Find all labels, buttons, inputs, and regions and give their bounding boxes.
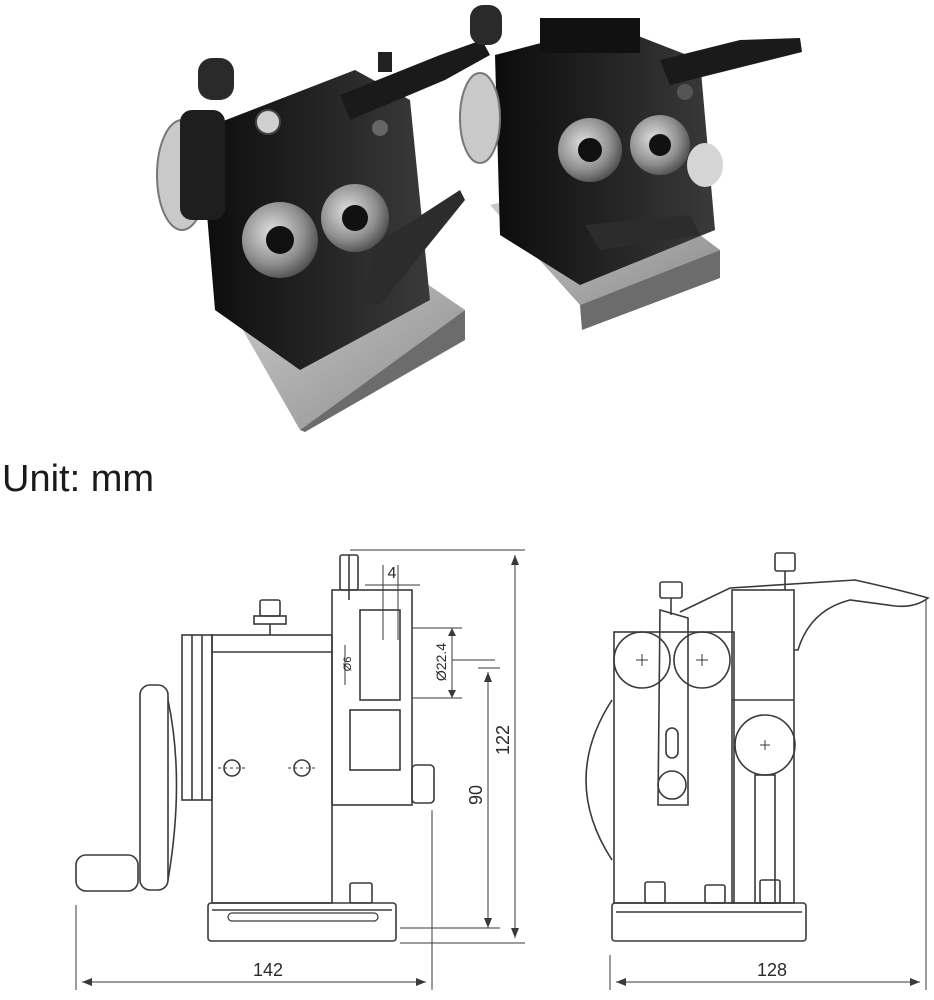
side-handwheel (139, 684, 169, 891)
technical-drawing: 142 128 4 122 90 Ø22.4 Ø6 (75, 549, 930, 990)
dim-width-left: 142 (253, 960, 283, 980)
side-drum-stack (181, 634, 213, 801)
side-top-knob (259, 599, 281, 617)
left-knob (255, 109, 281, 135)
front-body (613, 631, 735, 904)
front-lower-roller (657, 770, 687, 800)
dim-width-right: 128 (757, 960, 787, 980)
front-roller-1 (613, 631, 671, 689)
front-arc (585, 699, 613, 861)
right-roller-2-hub (649, 134, 671, 156)
right-guide-blade (585, 215, 700, 250)
left-roller-2-hub (342, 205, 368, 231)
right-top-plate (540, 18, 640, 53)
side-crank-handle (75, 854, 139, 892)
front-base-plate (611, 902, 807, 942)
front-roller-2 (673, 631, 731, 689)
left-roller-1-hub (266, 226, 294, 254)
right-lever-arm (660, 38, 802, 85)
left-grinder-unit (156, 40, 490, 432)
left-handwheel-drum (180, 110, 225, 220)
left-lever-arm (340, 40, 490, 120)
dim-gap: 4 (388, 565, 397, 582)
left-crank-handle (198, 58, 234, 100)
left-guide-blade (365, 190, 465, 305)
side-view (75, 549, 525, 990)
dim-height-total: 122 (493, 725, 513, 755)
dim-height-center: 90 (466, 785, 486, 805)
product-photo (156, 5, 802, 432)
left-base-side (300, 310, 465, 432)
right-shaft-end (687, 143, 723, 187)
side-main-body (211, 634, 333, 904)
front-view (585, 552, 930, 990)
right-grinder-unit (459, 5, 802, 330)
left-top-screw (378, 52, 392, 72)
side-base-plate (207, 902, 397, 942)
right-crank-handle (470, 5, 502, 45)
front-lever (679, 579, 930, 651)
right-base-side (580, 250, 720, 330)
dim-roller-diameter: Ø22.4 (433, 643, 449, 681)
right-side-wheel (459, 72, 501, 164)
unit-label: Unit: mm (2, 458, 154, 500)
dim-small-diameter: Ø6 (342, 657, 354, 672)
left-bolt (372, 120, 388, 136)
right-bolt (677, 84, 693, 100)
right-roller-1-hub (578, 138, 602, 162)
